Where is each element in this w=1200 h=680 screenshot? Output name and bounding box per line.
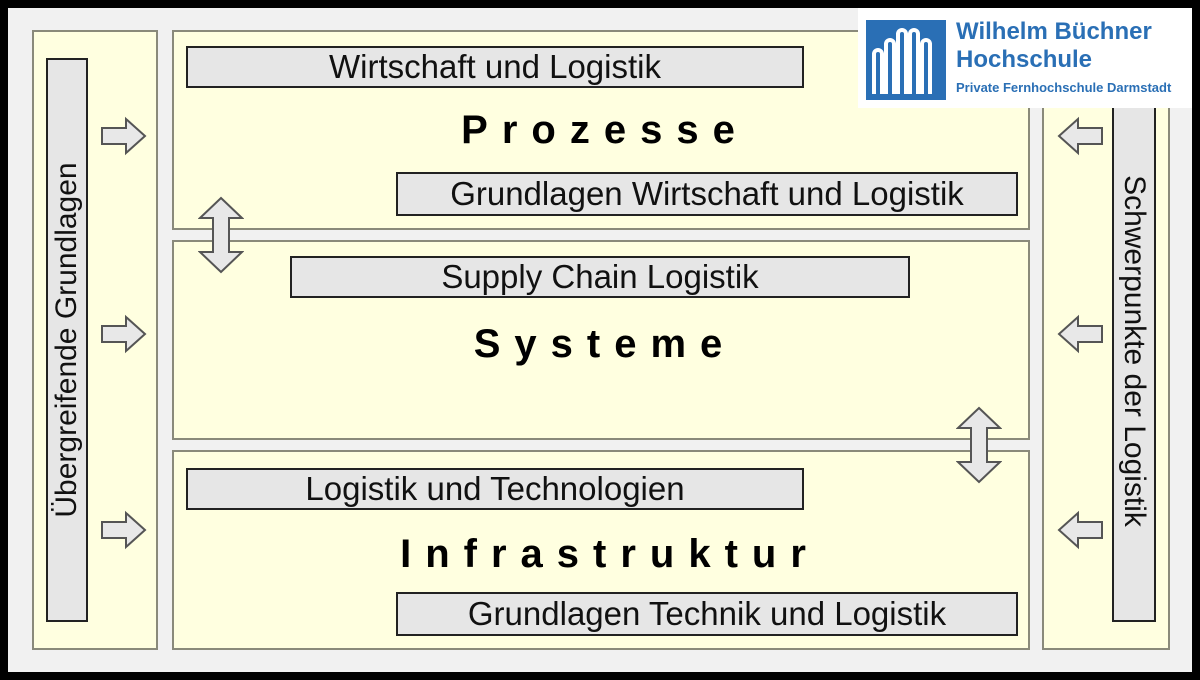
systeme-top-bar: Supply Chain Logistik	[290, 256, 910, 298]
prozesse-bottom-bar: Grundlagen Wirtschaft und Logistik	[396, 172, 1018, 216]
prozesse-top-bar: Wirtschaft und Logistik	[186, 46, 804, 88]
right-column-label: Schwerpunkte der Logistik	[1118, 175, 1151, 527]
infrastruktur-heading: Infrastruktur	[400, 532, 820, 576]
left-column-label: Übergreifende Grundlagen	[50, 162, 83, 518]
arrow-right-icon	[101, 314, 147, 354]
infrastruktur-bottom-bar: Grundlagen Technik und Logistik	[396, 592, 1018, 636]
logo-subtitle: Private Fernhochschule Darmstadt	[956, 80, 1172, 95]
arrow-left-icon	[1057, 314, 1103, 354]
right-column-bar: Schwerpunkte der Logistik	[1112, 80, 1156, 622]
university-logo: Wilhelm Büchner Hochschule Private Fernh…	[858, 8, 1192, 108]
arrow-left-icon	[1057, 116, 1103, 156]
systeme-heading: Systeme	[473, 322, 737, 366]
arrow-right-icon	[101, 510, 147, 550]
prozesse-heading: Prozesse	[461, 108, 749, 152]
arrow-right-icon	[101, 116, 147, 156]
double-arrow-icon	[956, 406, 1002, 484]
left-column-bar: Übergreifende Grundlagen	[46, 58, 88, 622]
building-logo-icon	[866, 20, 946, 100]
logo-name-line1: Wilhelm Büchner	[956, 18, 1152, 45]
logo-name-line2: Hochschule	[956, 46, 1093, 73]
arrow-left-icon	[1057, 510, 1103, 550]
infrastruktur-top-bar: Logistik und Technologien	[186, 468, 804, 510]
double-arrow-icon	[198, 196, 244, 274]
